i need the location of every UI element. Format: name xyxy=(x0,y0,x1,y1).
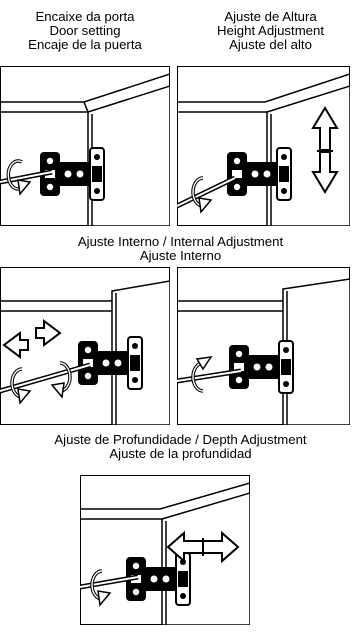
caption-line: Door setting xyxy=(49,23,121,38)
internal-adjustment-panel-1 xyxy=(0,267,170,425)
caption-line: Ajuste del alto xyxy=(229,37,312,52)
double-arrow-icon xyxy=(311,106,339,194)
caption-depth-adjustment: Ajuste de Profundidade / Depth Adjustmen… xyxy=(0,433,361,461)
hinge-icon xyxy=(226,147,292,201)
caption-internal-adjustment: Ajuste Interno / Internal Adjustment Aju… xyxy=(0,235,361,263)
caption-line: Ajuste de Altura xyxy=(224,9,317,24)
screwdriver-icon xyxy=(177,175,237,209)
depth-adjustment-illustration xyxy=(80,475,250,625)
screwdriver-icon xyxy=(0,362,91,394)
caption-door-setting: Encaixe da porta Door setting Encaje de … xyxy=(0,10,170,52)
rotate-arrow-icon xyxy=(191,356,213,393)
screwdriver-icon xyxy=(80,574,139,590)
screwdriver-icon xyxy=(177,368,242,384)
internal-adjustment-illustration-1 xyxy=(0,267,170,425)
hinge-icon xyxy=(228,340,294,394)
rotate-arrow-icon xyxy=(90,569,112,607)
height-adjustment-illustration xyxy=(177,66,350,226)
rotate-arrow-icon xyxy=(50,361,72,399)
door-setting-illustration xyxy=(0,66,170,226)
double-arrow-icon xyxy=(166,530,240,564)
internal-adjustment-illustration-2 xyxy=(177,267,350,425)
caption-line: Ajuste de la profundidad xyxy=(109,446,252,461)
door-setting-panel xyxy=(0,66,170,226)
rotate-arrow-icon xyxy=(6,159,32,196)
caption-line: Ajuste Interno xyxy=(139,248,222,263)
rotate-arrow-icon xyxy=(10,367,32,405)
caption-line: Ajuste Interno / Internal Adjustment xyxy=(77,234,284,249)
double-arrow-icon xyxy=(2,319,62,359)
height-adjustment-panel xyxy=(177,66,350,226)
hinge-icon xyxy=(77,336,143,390)
rotate-arrow-icon xyxy=(191,176,213,214)
caption-line: Ajuste de Profundidade / Depth Adjustmen… xyxy=(54,432,307,447)
depth-adjustment-panel xyxy=(80,475,250,625)
internal-adjustment-panel-2 xyxy=(177,267,350,425)
caption-height-adjustment: Ajuste de Altura Height Adjustment Ajust… xyxy=(180,10,361,52)
caption-line: Encaixe da porta xyxy=(35,9,135,24)
caption-line: Height Adjustment xyxy=(216,23,325,38)
caption-line: Encaje de la puerta xyxy=(28,37,142,52)
